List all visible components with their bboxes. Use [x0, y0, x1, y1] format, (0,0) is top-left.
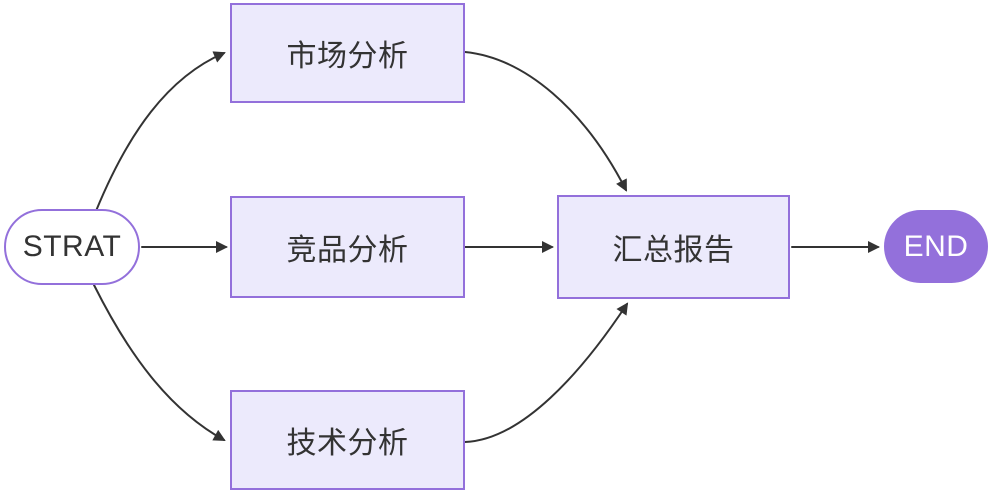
node-competitor-analysis: 竞品分析: [230, 196, 465, 298]
edge-start-to-tech: [93, 284, 226, 441]
node-tech-analysis: 技术分析: [230, 390, 465, 490]
node-summary-report-label: 汇总报告: [612, 234, 735, 267]
node-market-analysis-label: 市场分析: [286, 40, 409, 73]
node-start-label: STRAT: [22, 230, 122, 263]
node-market-analysis: 市场分析: [230, 3, 465, 103]
node-summary-report: 汇总报告: [557, 195, 790, 299]
node-start: STRAT: [4, 209, 140, 285]
node-competitor-analysis-label: 竞品分析: [286, 234, 409, 267]
edge-start-to-market: [95, 51, 226, 212]
edge-tech-to-summary: [464, 302, 629, 443]
node-end-label: END: [903, 229, 969, 263]
node-tech-analysis-label: 技术分析: [286, 427, 409, 460]
edge-market-to-summary: [464, 51, 627, 192]
node-end: END: [884, 210, 988, 283]
